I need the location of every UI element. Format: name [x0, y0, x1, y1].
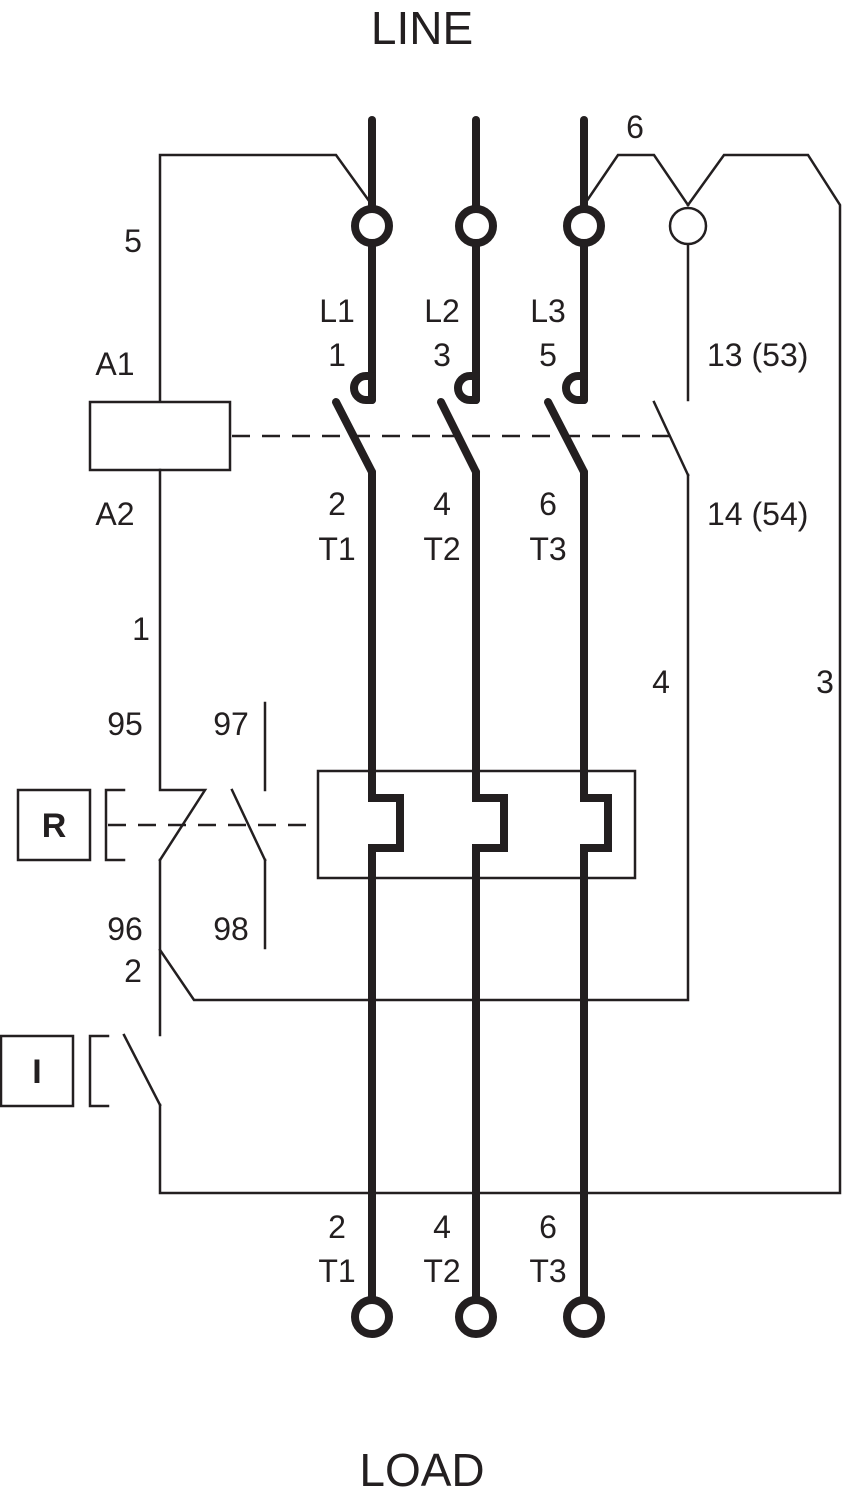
- terminal-aux: [668, 206, 708, 246]
- wire-2-branch: [158, 473, 690, 1002]
- line-number-5: 5: [539, 337, 557, 373]
- aux-label-top: 13 (53): [707, 337, 808, 373]
- load-lower-number-6: 6: [539, 1209, 557, 1245]
- wire-label-1: 1: [132, 611, 150, 647]
- line-phase-l2: L2: [424, 293, 460, 329]
- load-lower-phase-t1: T1: [318, 1253, 355, 1289]
- phase-2-hook: [454, 372, 480, 404]
- phase-2-blade: [437, 398, 480, 476]
- wire-1: [158, 468, 208, 862]
- terminal-t1: [351, 1296, 393, 1338]
- contactor-coil: [88, 400, 232, 472]
- start-button-label: I: [32, 1053, 41, 1091]
- overload-label-97: 97: [213, 706, 249, 742]
- wire-6: [582, 153, 690, 207]
- reset-button-box: [16, 788, 92, 862]
- load-upper-phase-t3: T3: [529, 531, 566, 567]
- line-label: LINE: [371, 2, 473, 54]
- terminal-t2: [455, 1296, 497, 1338]
- phase-1-load: [368, 468, 404, 1309]
- terminal-t3: [563, 1296, 605, 1338]
- overload-label-96: 96: [107, 911, 143, 947]
- load-upper-number-2: 2: [328, 486, 346, 522]
- wire-3-top: [158, 153, 842, 1195]
- load-upper-number-6: 6: [539, 486, 557, 522]
- aux-label-bottom: 14 (54): [707, 496, 808, 532]
- wire-label-6: 6: [626, 109, 644, 145]
- phase-1-hook: [350, 372, 376, 404]
- terminal-l3: [563, 205, 605, 247]
- coil-label-a2: A2: [95, 496, 134, 532]
- reset-button-bracket: [104, 788, 126, 862]
- overload-no-blade: [230, 788, 267, 862]
- start-button-box: [0, 1034, 75, 1108]
- load-lower-phase-t3: T3: [529, 1253, 566, 1289]
- coil-label-a1: A1: [95, 346, 134, 382]
- overload-label-98: 98: [213, 911, 249, 947]
- wire-label-5: 5: [124, 223, 142, 259]
- overload-label-95: 95: [107, 706, 143, 742]
- load-upper-phase-t2: T2: [423, 531, 460, 567]
- start-button-bracket: [88, 1034, 110, 1108]
- load-upper-number-4: 4: [433, 486, 451, 522]
- wire-label-3: 3: [816, 664, 834, 700]
- phase-3-hook: [562, 372, 588, 404]
- phase-3-blade: [544, 398, 588, 476]
- start-contact-blade: [122, 1033, 162, 1107]
- line-phase-l3: L3: [530, 293, 566, 329]
- phase-1-blade: [332, 398, 376, 476]
- load-lower-number-4: 4: [433, 1209, 451, 1245]
- line-phase-l1: L1: [319, 293, 355, 329]
- terminal-l1: [351, 205, 393, 247]
- line-number-3: 3: [433, 337, 451, 373]
- load-lower-phase-t2: T2: [423, 1253, 460, 1289]
- load-upper-phase-t1: T1: [318, 531, 355, 567]
- line-number-1: 1: [328, 337, 346, 373]
- load-lower-number-2: 2: [328, 1209, 346, 1245]
- reset-button-label: R: [42, 807, 67, 845]
- terminal-l2: [455, 205, 497, 247]
- wire-label-4: 4: [652, 664, 670, 700]
- wire-5: [158, 153, 374, 402]
- wire-label-2: 2: [124, 953, 142, 989]
- aux-contact-blade: [652, 400, 690, 477]
- phase-3-load: [580, 468, 612, 1309]
- phase-2-load: [472, 468, 508, 1309]
- load-label: LOAD: [359, 1444, 484, 1496]
